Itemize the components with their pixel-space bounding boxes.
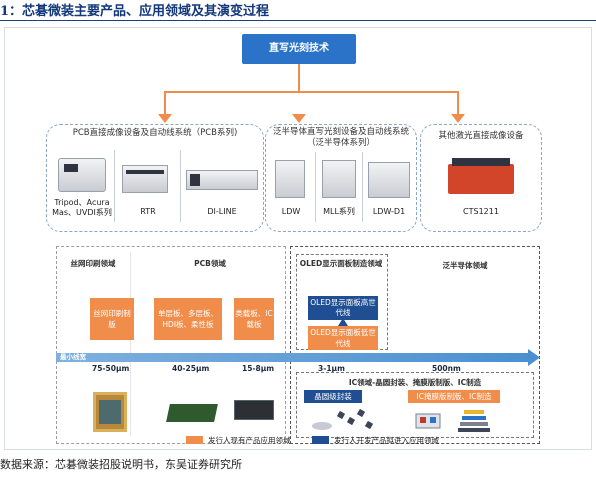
product-label-cts1211: CTS1211 <box>463 207 499 216</box>
ic-domain-title: IC领域-晶圆封装、掩膜版制版、IC制造 <box>348 378 482 387</box>
divider <box>114 150 115 222</box>
axis-tick: 3-1μm <box>318 364 345 373</box>
axis-tick: 40-25μm <box>172 364 210 373</box>
group-other-laser <box>420 124 542 232</box>
group-other-title: 其他激光直接成像设备 <box>438 131 524 141</box>
line-width-axis <box>56 353 530 362</box>
plate-mesh <box>99 400 121 424</box>
connector-left-stem <box>164 91 166 117</box>
machine-panel <box>190 174 200 186</box>
arrow-down-icon <box>292 114 306 123</box>
domain-silk-screen: 丝网印刷领域 <box>70 259 116 268</box>
ldw-machine-image <box>275 160 305 198</box>
cts1211-machine-image <box>448 164 514 194</box>
axis-tick: 75-50μm <box>92 364 130 373</box>
app-pcb-multilayer-hdi: 单层板、多层板、HDI板、柔性板 <box>154 298 222 340</box>
arrow-down-icon <box>451 114 465 123</box>
arrow-down-icon <box>158 114 172 123</box>
divider <box>180 150 181 222</box>
ic-area <box>296 372 534 438</box>
connector-top-stem <box>298 64 300 92</box>
machine-panel <box>452 158 510 166</box>
machine-panel <box>64 164 78 172</box>
axis-label-min-line-width: 最小线宽 <box>60 353 86 361</box>
app-ic-mask-manufacturing: IC掩膜版制版、IC制造 <box>408 390 500 403</box>
ldw-d1-machine-image <box>368 162 410 198</box>
product-label-mll: MLL系列 <box>323 207 355 216</box>
ic-manufacturing-diagram <box>415 410 490 432</box>
arrow-right-icon <box>528 349 540 366</box>
app-silk-screen-platemaking: 丝网印刷制版 <box>90 298 134 340</box>
product-label-tripod: Tripod、Acura Mas、UVDI系列 <box>52 198 112 217</box>
figure-title: 1：芯碁微装主要产品、应用领域及其演变过程 <box>0 4 270 19</box>
product-label-ldw-d1: LDW-D1 <box>372 207 406 216</box>
group-semiconductor-series <box>265 124 417 232</box>
ic-substrate-image <box>234 400 274 420</box>
source-note: 数据来源：芯碁微装招股说明书，东吴证券研究所 <box>0 458 242 471</box>
mll-machine-image <box>322 160 356 198</box>
domain-semiconductor: 泛半导体领域 <box>442 261 488 270</box>
group-pcb-title: PCB直接成像设备及自动线系统（PCB系列) <box>72 128 238 138</box>
top-node-direct-write-lithography: 直写光刻技术 <box>242 34 356 64</box>
divider <box>315 152 316 222</box>
app-oled-high-gen: OLED显示面板高世代线 <box>308 296 378 320</box>
legend-navy-swatch <box>312 436 329 444</box>
group-pcb-series <box>46 124 264 232</box>
legend-orange-swatch <box>186 436 203 444</box>
pcb-board-image <box>166 404 218 422</box>
arrow-up-icon <box>338 318 348 326</box>
axis-tick: 15-8μm <box>242 364 275 373</box>
connector-right-stem <box>457 91 459 117</box>
app-oled-low-gen: OLED显示面板低世代线 <box>308 326 378 350</box>
domain-oled: OLED显示面板制造领域 <box>299 259 383 268</box>
app-substrate-ic-carrier: 类载板、IC载板 <box>234 298 274 340</box>
wafer-packaging-diagram <box>312 408 374 430</box>
domain-pcb: PCB领域 <box>194 259 226 268</box>
di-line-machine-image <box>186 170 258 190</box>
rtr-machine-image <box>122 165 168 193</box>
legend-navy-label: 发行人开发产品拟进入应用领域 <box>334 436 439 445</box>
legend-orange-label: 发行人现有产品应用领域 <box>208 436 291 445</box>
target-domains-area <box>290 246 540 444</box>
tripod-machine-image <box>58 158 106 192</box>
divider <box>130 252 131 436</box>
product-label-rtr: RTR <box>140 207 156 216</box>
product-label-ldw: LDW <box>281 207 301 216</box>
existing-domains-area <box>56 246 286 444</box>
group-semiconductor-title-line1: 泛半导体直写光刻设备及自动线系统 <box>272 127 409 137</box>
machine-panel <box>126 170 164 174</box>
divider <box>362 152 363 222</box>
app-wafer-level-packaging: 晶圆级封装 <box>304 390 362 403</box>
title-divider <box>0 20 596 21</box>
axis-tick: 500nm <box>432 364 461 373</box>
product-label-di-line: DI-LINE <box>207 207 237 216</box>
connector-horizontal <box>164 91 459 93</box>
group-semiconductor-title-line2: （泛半导体系列） <box>306 138 375 148</box>
figure-frame <box>4 27 592 450</box>
